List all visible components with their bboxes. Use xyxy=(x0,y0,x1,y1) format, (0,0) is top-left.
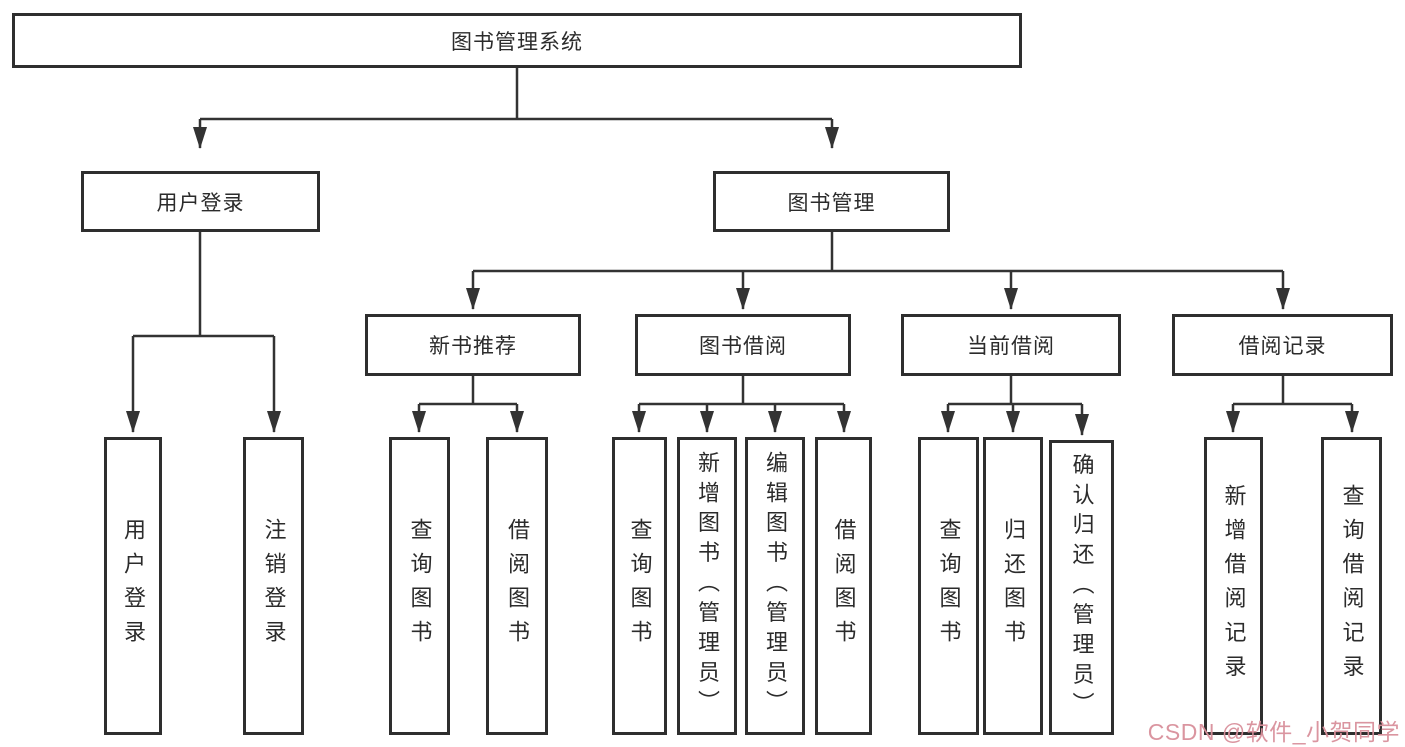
node-current-borrow: 当前借阅 xyxy=(901,314,1121,376)
leaf-confirm-return-admin: 确认归还（管理员） xyxy=(1049,440,1114,735)
node-user-login-module: 用户登录 xyxy=(81,171,320,232)
leaf-add-borrow-record: 新增借阅记录 xyxy=(1204,437,1263,735)
csdn-watermark: CSDN @软件_小贺同学 xyxy=(1147,719,1400,745)
leaf-return-books: 归还图书 xyxy=(983,437,1043,735)
node-borrow-records: 借阅记录 xyxy=(1172,314,1393,376)
leaf-query-books-borrow: 查询图书 xyxy=(612,437,667,735)
leaf-logout: 注销登录 xyxy=(243,437,304,735)
node-book-borrow: 图书借阅 xyxy=(635,314,851,376)
leaf-edit-books-admin: 编辑图书（管理员） xyxy=(745,437,805,735)
leaf-user-login: 用户登录 xyxy=(104,437,162,735)
node-root-library-system: 图书管理系统 xyxy=(12,13,1022,68)
node-new-book-recommend: 新书推荐 xyxy=(365,314,581,376)
node-book-management-module: 图书管理 xyxy=(713,171,950,232)
leaf-query-borrow-record: 查询借阅记录 xyxy=(1321,437,1382,735)
leaf-borrow-books-recommend: 借阅图书 xyxy=(486,437,548,735)
leaf-query-books-current: 查询图书 xyxy=(918,437,979,735)
leaf-query-books-recommend: 查询图书 xyxy=(389,437,450,735)
leaf-add-books-admin: 新增图书（管理员） xyxy=(677,437,737,735)
leaf-borrow-books: 借阅图书 xyxy=(815,437,872,735)
